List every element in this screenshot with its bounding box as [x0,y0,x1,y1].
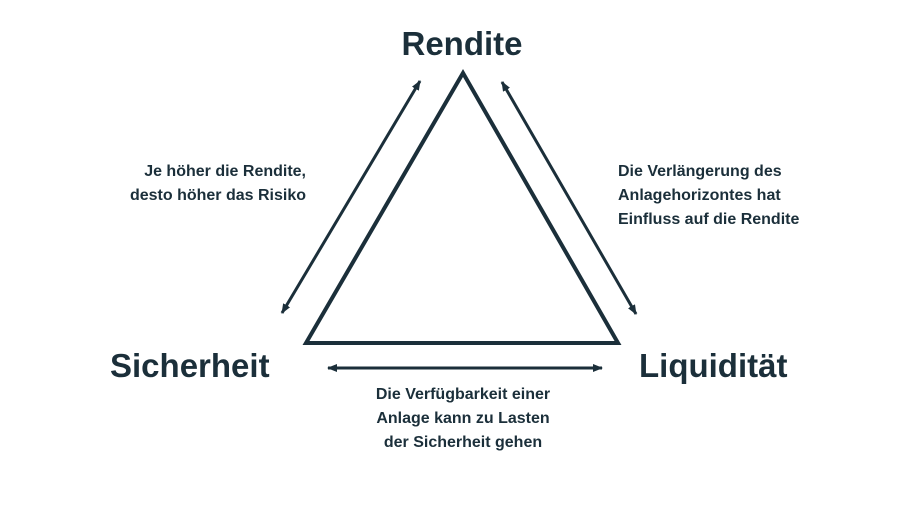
note-line: Die Verfügbarkeit einer [375,386,551,403]
node-label-sicherheit: Sicherheit [110,347,270,384]
node-label-liquiditaet: Liquidität [639,347,788,384]
triangle-outline [302,69,622,345]
arrow-rendite-liquiditaet [500,81,638,315]
note-anlagehorizont: Die Verlängerung des Anlagehorizontes ha… [618,160,799,232]
note-verfuegbarkeit: Die Verfügbarkeit einer Anlage kann zu L… [310,383,616,455]
note-line: Die Verlängerung des [618,163,782,180]
note-line: der Sicherheit gehen [383,434,543,451]
note-rendite-risiko: Je höher die Rendite, desto höher das Ri… [130,160,306,208]
note-line: Anlagehorizontes hat [618,187,781,204]
arrow-rendite-sicherheit [280,80,422,314]
node-label-rendite: Rendite [401,25,523,62]
note-line: Anlage kann zu Lasten [376,410,550,427]
note-line: Einfluss auf die Rendite [618,211,800,228]
note-line: Je höher die Rendite, [144,163,306,180]
note-line: desto höher das Risiko [129,187,306,204]
